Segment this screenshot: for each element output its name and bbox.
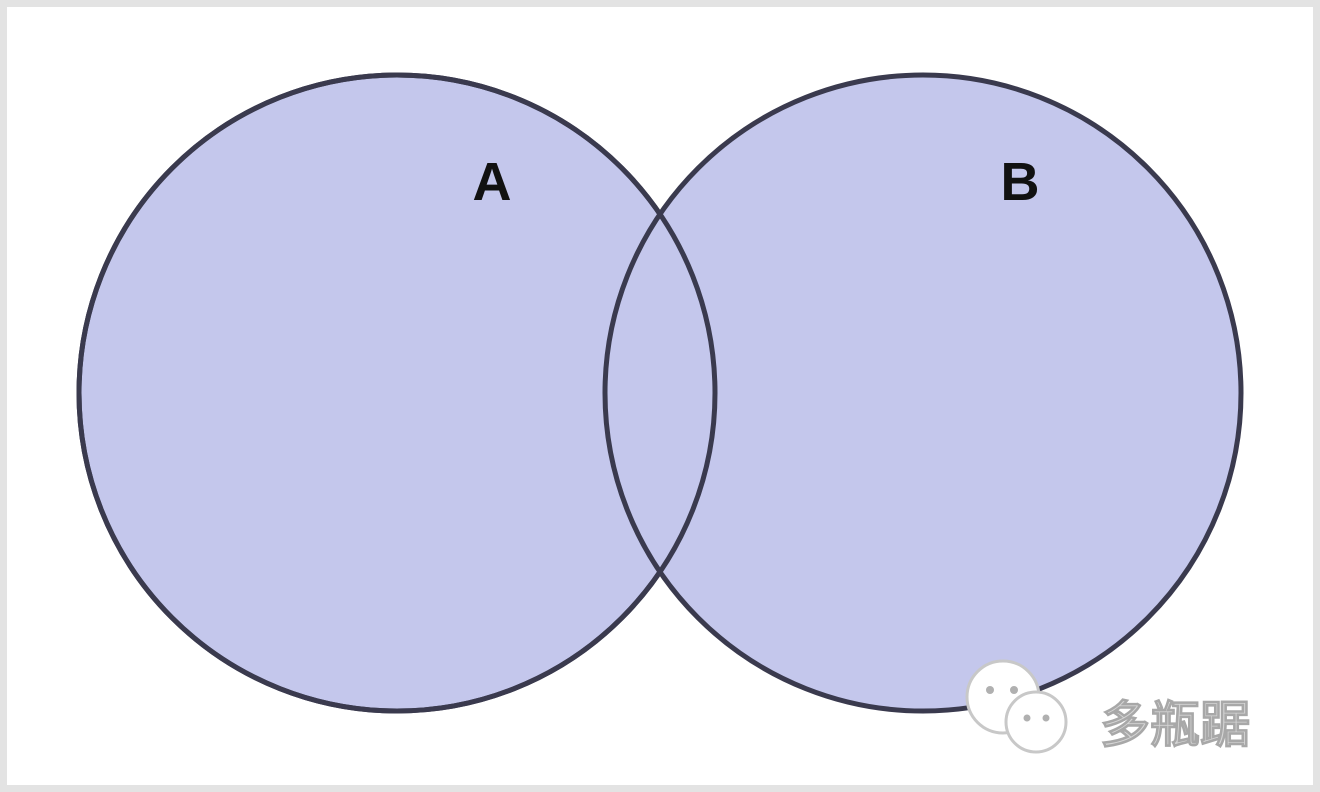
wechat-icon: [965, 659, 1068, 754]
watermark: 多瓶踞: [965, 659, 1251, 755]
set-a-outline: [76, 72, 718, 714]
set-b-circle: [602, 72, 1244, 714]
set-a-label: A: [473, 152, 512, 212]
watermark-text: 多瓶踞: [1100, 696, 1250, 754]
set-b-label: B: [1001, 152, 1040, 212]
